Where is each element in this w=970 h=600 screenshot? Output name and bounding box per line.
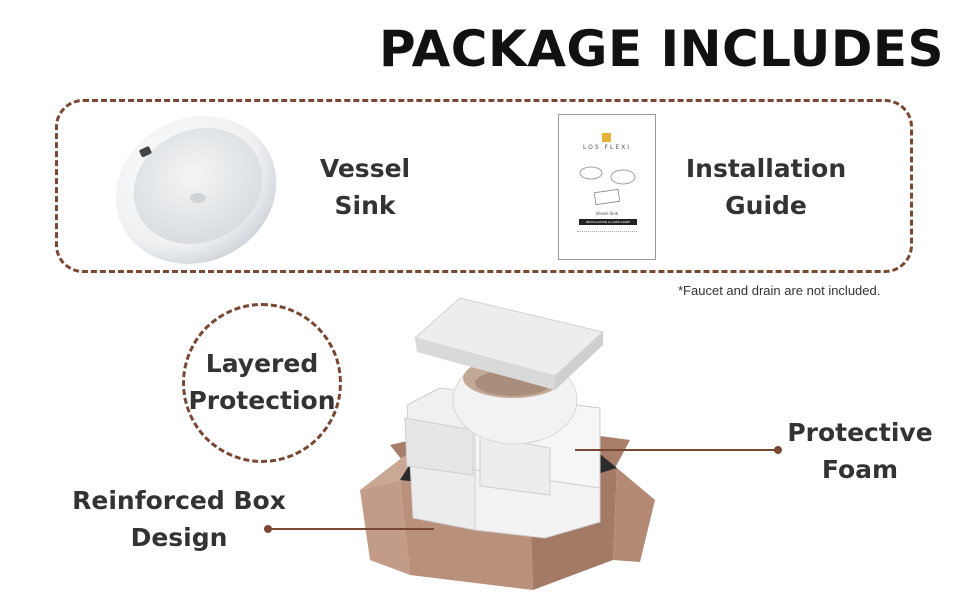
brand-logo-icon xyxy=(602,133,611,142)
installation-guide-booklet: LOS FLEXI Vessel Sink INSTALLATION & CAR… xyxy=(558,114,656,260)
vessel-sink-label: Vessel Sink xyxy=(319,154,411,220)
vessel-sink-image xyxy=(115,116,277,264)
layered-protection-badge xyxy=(182,303,342,463)
installation-guide-label: Installation Guide xyxy=(685,154,847,220)
guide-product: Vessel Sink xyxy=(595,211,619,216)
layered-protection-label: Layered Protection xyxy=(188,349,336,415)
packaging-box-illustration xyxy=(360,297,655,590)
page-title: PACKAGE INCLUDES xyxy=(379,20,944,78)
reinforced-box-label: Reinforced Box Design xyxy=(72,486,286,552)
guide-banner: INSTALLATION & CARE GUIDE xyxy=(579,219,637,225)
box-callout-line xyxy=(264,525,434,533)
guide-footer-line xyxy=(577,231,637,233)
guide-brand: LOS FLEXI xyxy=(582,144,632,151)
protective-foam-label: Protective Foam xyxy=(787,418,933,484)
package-contents-frame xyxy=(55,99,913,273)
exclusion-note: *Faucet and drain are not included. xyxy=(678,283,881,298)
foam-callout-line xyxy=(575,446,782,454)
sink-diagram-icon xyxy=(579,166,636,206)
